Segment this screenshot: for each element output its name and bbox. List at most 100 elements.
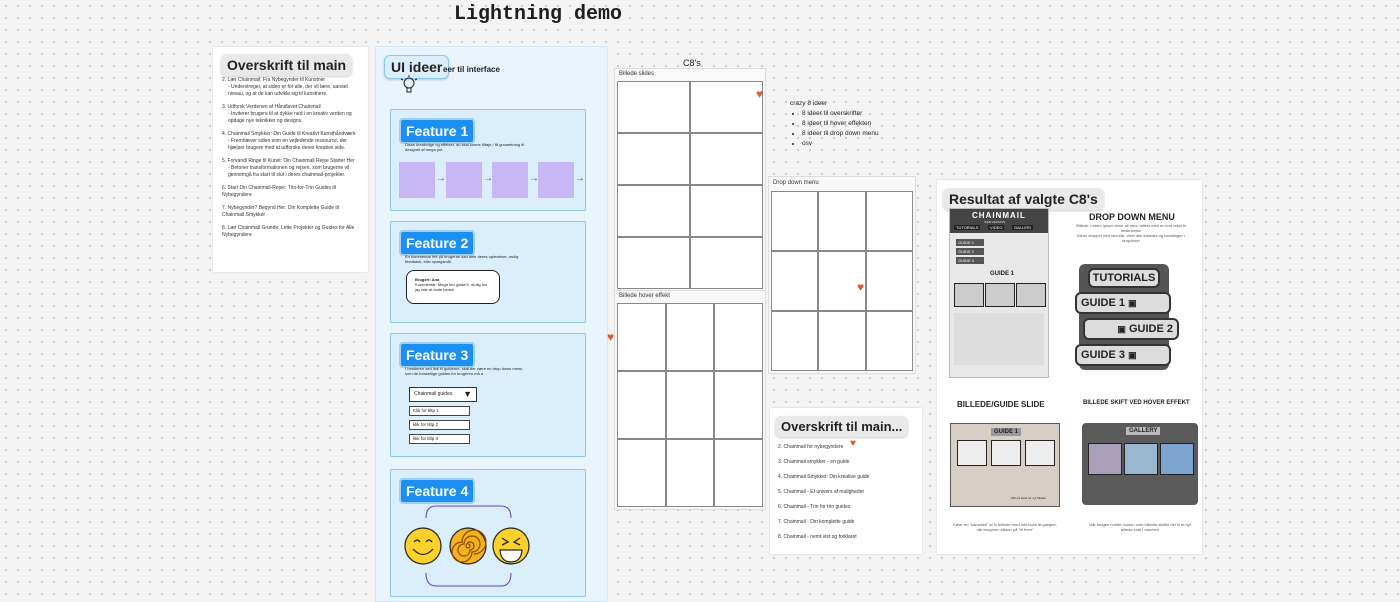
sketch-cell (690, 133, 763, 185)
sketch-label: Billede slides (619, 71, 655, 77)
sketch-grid (771, 191, 913, 371)
dropdown-mock-title: DROP DOWN MENU (1089, 212, 1175, 222)
list-item: 3. Udforsk Verdenen af Håndlavet Chainma… (222, 104, 352, 124)
dropdown-header[interactable]: Chainmail guides ▼ (409, 387, 477, 402)
headline-options-tag[interactable]: Overskrift til main... (775, 416, 909, 437)
guide-option: ▣ GUIDE 2 (1083, 318, 1179, 340)
heart-icon[interactable]: ♥ (857, 280, 865, 294)
result-tag[interactable]: Resultat af valgte C8's (943, 188, 1104, 210)
dropdown-option[interactable]: klik for tiltp 2 (409, 420, 470, 430)
mockup-nav-item: TUTORIALS (954, 225, 981, 230)
dropdown-option[interactable]: Klik for tiltp 1 (409, 406, 470, 416)
arrow-right-icon: → (575, 173, 585, 184)
sketch-billede-slides[interactable]: Billede slides (614, 68, 766, 292)
sketch-cell (665, 303, 715, 371)
feature-1-label[interactable]: Feature 1 (399, 118, 476, 144)
mockup-guide-label: GUIDE 1 (990, 271, 1015, 277)
image-placeholder-icon (1160, 443, 1194, 475)
feature-3-label[interactable]: Feature 3 (399, 342, 476, 368)
slide-caption: Køter en "karussell" af fx billeder med … (953, 522, 1057, 532)
feature-4-label[interactable]: Feature 4 (399, 478, 476, 504)
sketch-cell (771, 191, 819, 251)
headline-tag[interactable]: Overskrift til main (221, 54, 353, 76)
sketch-label: Billede hover effekt (619, 293, 670, 299)
list-item: 2. Lær Chainmail: Fra Nybegynder til Kun… (222, 77, 348, 97)
feature-1-box[interactable]: Feature 1 Disse kreativlige og effekter,… (390, 109, 586, 211)
sketch-cell (818, 191, 866, 251)
mockup-header: CHAINMAIL WEB VERSION TUTORIALS VIDEO GA… (950, 209, 1048, 233)
image-placeholder-icon (1016, 283, 1046, 307)
dropdown-option[interactable]: klik for tiltp 3 (409, 434, 470, 444)
image-placeholder-icon (1088, 443, 1122, 475)
mockup-body (954, 313, 1044, 365)
sketch-grid (617, 81, 763, 289)
heart-icon[interactable]: ♥ (850, 438, 856, 449)
sketch-cell (865, 311, 913, 371)
sketch-drop-down[interactable]: Drop down menu (768, 176, 916, 374)
feature-2-label[interactable]: Feature 2 (399, 230, 476, 256)
sketch-cell (690, 81, 763, 133)
list-item: 6. Chainmail - Trin for trin guides (778, 504, 851, 510)
image-icon: ▣ (1117, 324, 1126, 334)
ui-ideas-panel[interactable]: UI ideer eer til interface Feature 1 Dis… (375, 46, 608, 602)
mockup-nav-item: VIDEO (988, 225, 1005, 230)
image-icon: ▣ (1128, 350, 1137, 360)
feature-1-text: Disse kreativlige og effekter, du skal k… (405, 142, 525, 152)
c8-title: C8's (683, 58, 701, 68)
flow-step (492, 162, 528, 198)
sketch-cell (818, 251, 866, 311)
sketch-cell (865, 251, 913, 311)
headline-options-card[interactable]: Overskrift til main... ♥ 2. Chainmail fo… (770, 408, 922, 554)
comment-bubble: Brugert: Ana Kommentar: Mega fed guide!!… (406, 270, 500, 304)
headline-ideas-card[interactable]: Overskrift til main 2. Lær Chainmail: Fr… (213, 47, 368, 272)
ui-ideas-subtitle: eer til interface (443, 65, 500, 74)
dropdown-title: Chainmail guides (414, 391, 453, 397)
heart-icon[interactable]: ♥ (756, 87, 764, 101)
feature-3-box[interactable]: Feature 3 I headeren ved link til guider… (390, 333, 586, 457)
sketch-billede-hover[interactable]: Billede hover effekt (614, 290, 766, 510)
list-item: 6. Start Din Chainmail-Rejse: Trin-for-T… (222, 185, 337, 198)
list-item: 4. Chainmail Smykker: Din Guide til Krea… (222, 131, 356, 151)
list-item: 5. Forvandl Ringe til Kunst: Din Chainma… (222, 158, 355, 178)
flow-step (538, 162, 574, 198)
mockup-nav-item: GALLERI (1012, 225, 1033, 230)
feature-2-box[interactable]: Feature 2 En kommentar felt på brugerne … (390, 221, 586, 323)
sketch-cell (665, 371, 715, 439)
result-panel[interactable]: Resultat af valgte C8's CHAINMAIL WEB VE… (937, 180, 1202, 554)
list-item: 3. Chainmail smykker - en guide (778, 459, 850, 465)
feature-4-box[interactable]: Feature 4 (390, 469, 586, 597)
list-item: 5. Chainmail - Et univers af muligheder (778, 489, 865, 495)
comment-author: Brugert: Ana (415, 277, 440, 282)
flow-step (399, 162, 435, 198)
sketch-cell (617, 371, 666, 439)
mockup-menu-item: GUIDE 1 (956, 239, 984, 246)
list-item: 8. Lær Chainmail Grunde: Lette Projekter… (222, 225, 355, 238)
image-icon: ▣ (1128, 298, 1137, 308)
headline-list: 2. Lær Chainmail: Fra Nybegynder til Kun… (222, 77, 362, 245)
hover-label: GALLERY (1126, 427, 1161, 435)
dropdown-mock-desc: Menu dropper ned ved klik, viser alle tu… (1077, 233, 1185, 243)
triangle-down-icon: ▼ (463, 389, 472, 399)
image-placeholder-icon (1124, 443, 1158, 475)
comment-text: Kommentar: Mega fed guide!!!, mulig fun … (415, 282, 488, 292)
sketch-grid (617, 303, 763, 507)
hover-mock: GALLERY (1082, 423, 1198, 505)
sketch-cell (714, 303, 763, 371)
arrow-right-icon: → (529, 173, 539, 184)
arrow-right-icon: → (436, 173, 446, 184)
dropdown-options: Klik for tiltp 1 klik for tiltp 2 klik f… (409, 406, 470, 448)
mockup-logo-sub: WEB VERSION (984, 220, 1006, 224)
sketch-cell (617, 439, 666, 507)
image-placeholder-icon (957, 440, 987, 466)
heart-icon[interactable]: ♥ (607, 330, 615, 344)
sketch-cell (690, 185, 763, 237)
slide-label: GUIDE 1 (991, 428, 1022, 436)
sketch-cell (665, 439, 715, 507)
emoji-cycle-illustration (404, 505, 530, 587)
sketch-cell (617, 185, 690, 237)
list-item: 7. Chainmail - Din komplette guide (778, 519, 855, 525)
image-placeholder-icon (954, 283, 984, 307)
ui-ideas-tag[interactable]: UI ideer (384, 55, 450, 79)
mockup-menu-item: GUIDE 2 (956, 248, 984, 255)
mockup-menu-item: GUIDE 3 (956, 257, 984, 264)
